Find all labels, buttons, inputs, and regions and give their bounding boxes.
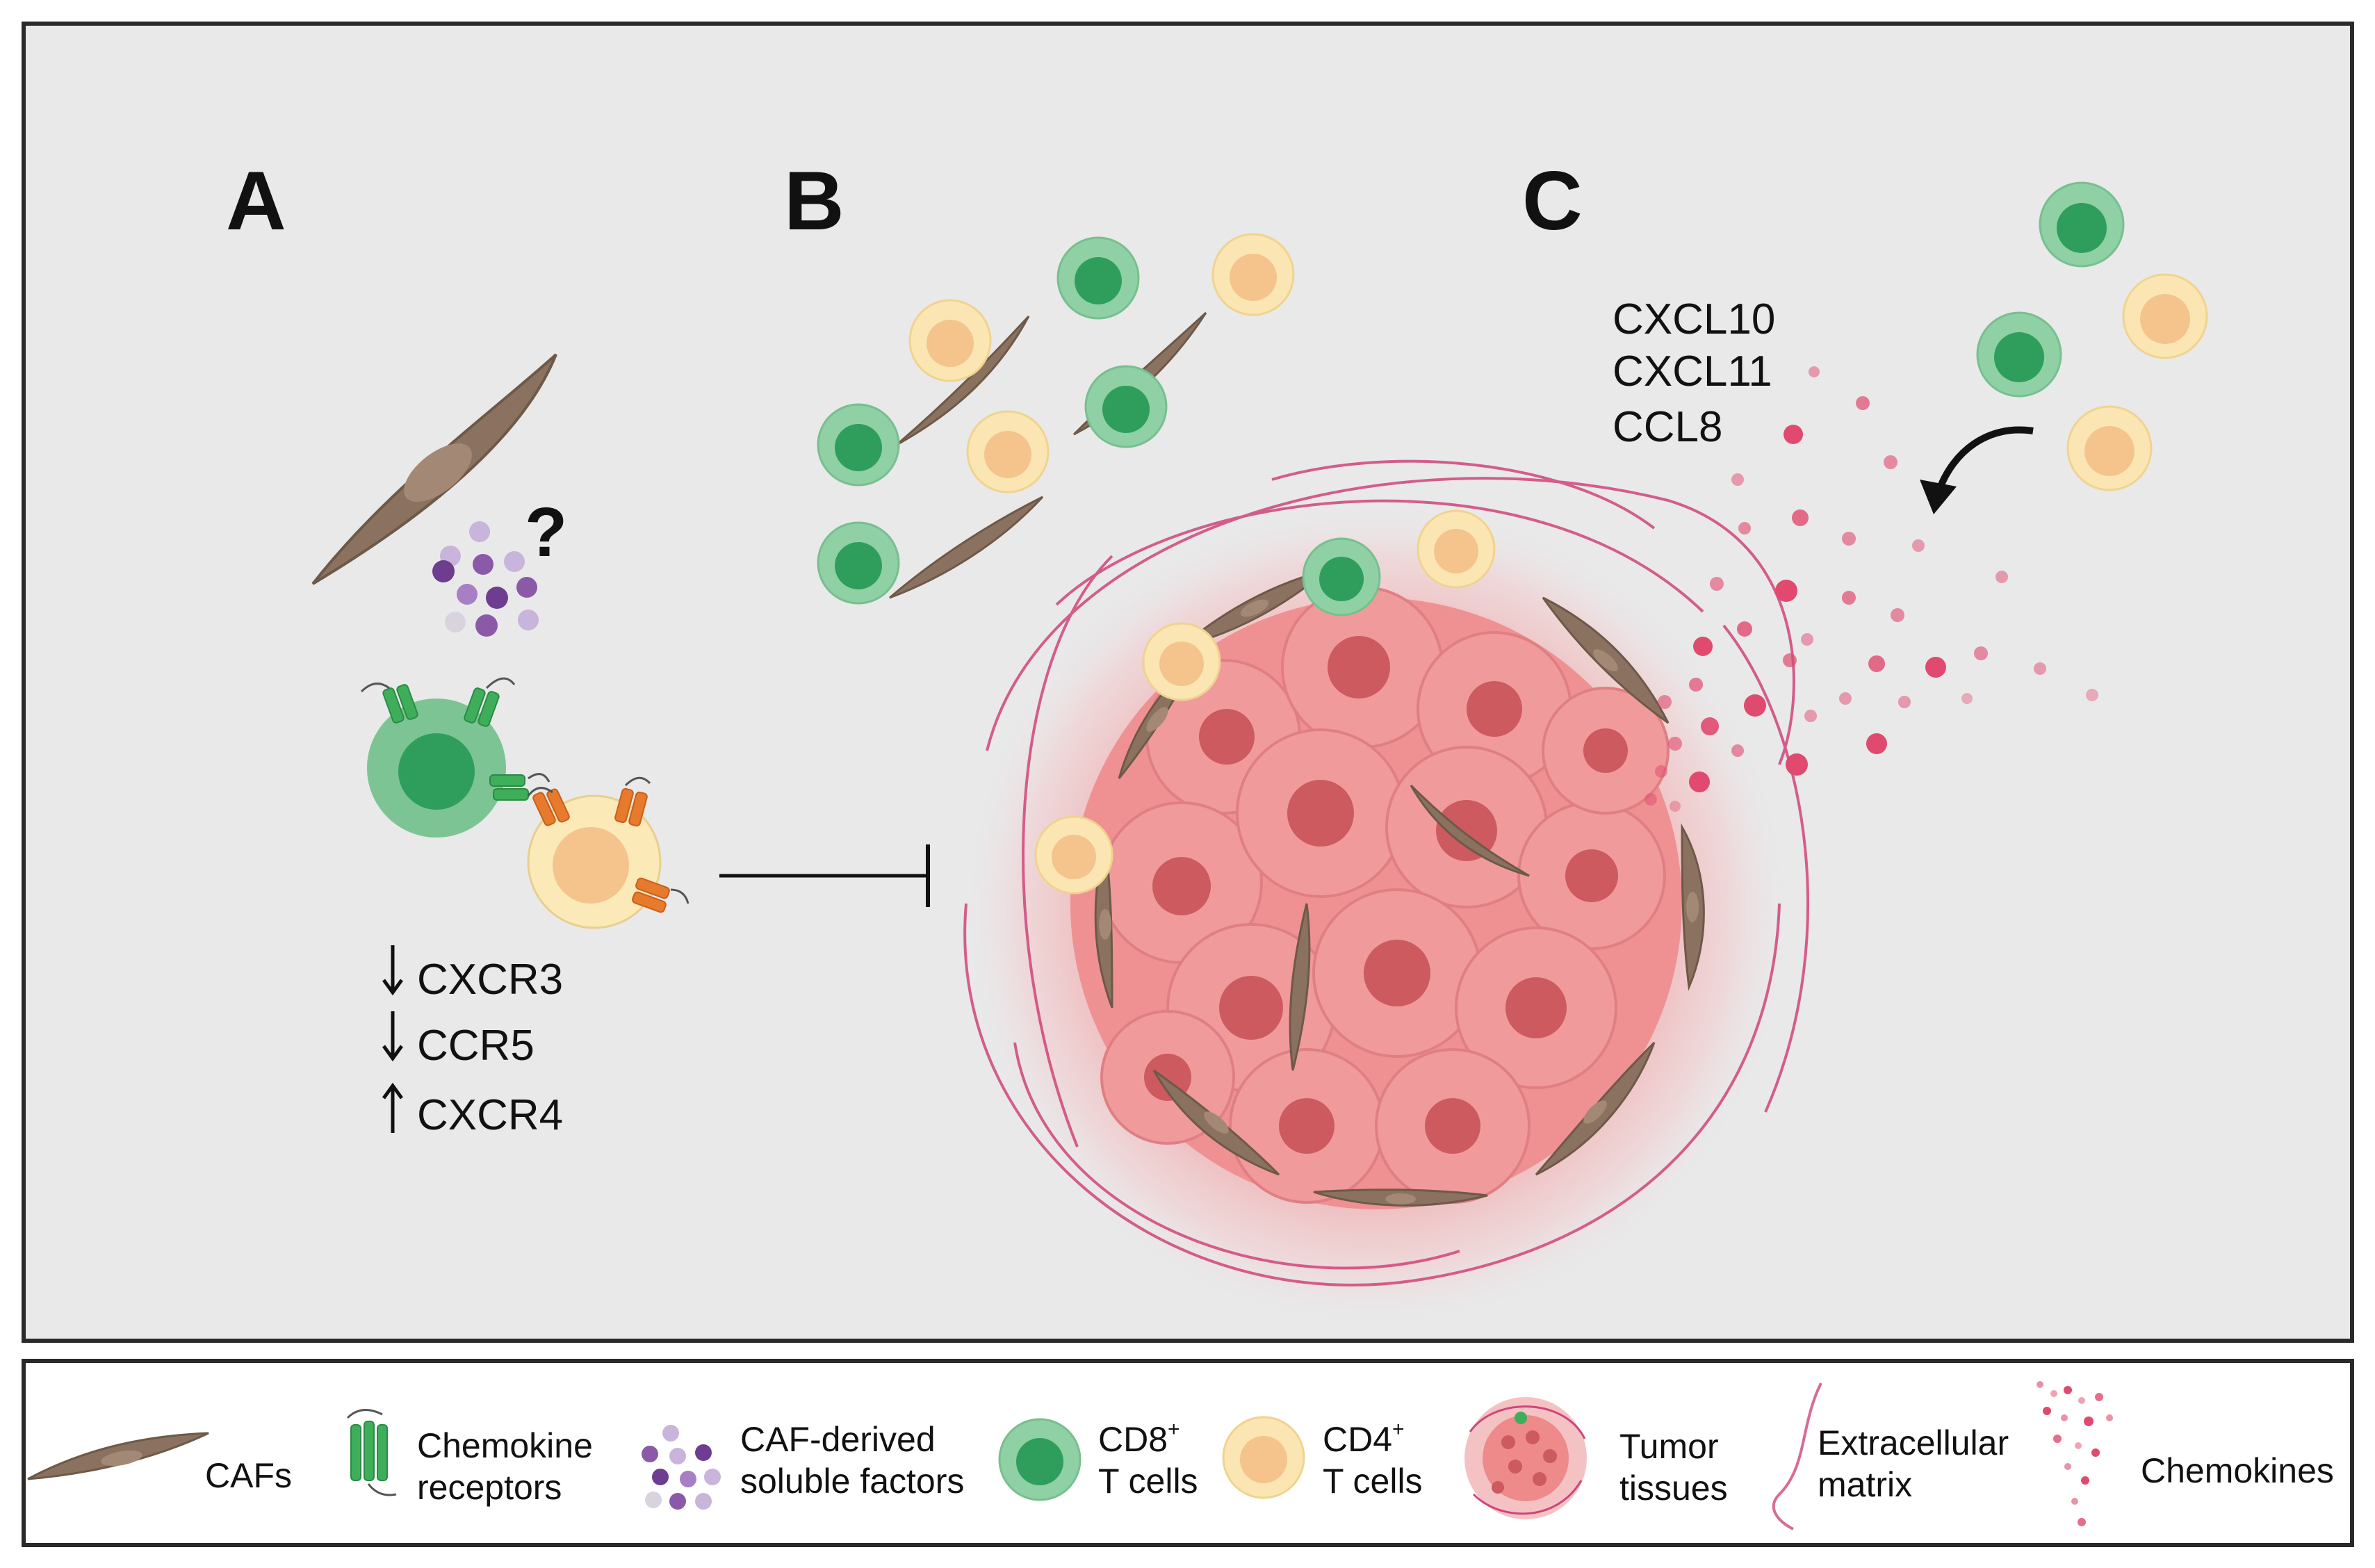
cd8-cell-icon bbox=[2039, 181, 2125, 268]
panel-label-a: A bbox=[226, 154, 286, 247]
chemokine-label-ccl8: CCL8 bbox=[1613, 403, 1723, 451]
cd4-cell-icon bbox=[908, 299, 992, 382]
legend-label: receptors bbox=[417, 1468, 562, 1507]
receptor-row-cxcr3: CXCR3 bbox=[382, 945, 563, 1004]
legend-panel bbox=[22, 1359, 2354, 1547]
chemokine-label-cxcl11: CXCL11 bbox=[1613, 348, 1772, 395]
legend-label: Chemokine bbox=[417, 1426, 593, 1465]
legend-label: Extracellular bbox=[1818, 1423, 2009, 1462]
cd8-cell-icon bbox=[1056, 236, 1140, 320]
soluble-factors-icon bbox=[642, 1425, 721, 1510]
tumor-cd4-cell bbox=[1142, 622, 1221, 701]
migration-arrow-icon bbox=[1920, 426, 2034, 514]
legend-label: CD4+ bbox=[1323, 1418, 1405, 1459]
cd8-cell-icon bbox=[817, 403, 900, 487]
cd4-cell-icon bbox=[966, 410, 1050, 493]
legend-item-tumor: Tumor tissues bbox=[1464, 1397, 1728, 1519]
legend-item-chemokines: Chemokines bbox=[2037, 1381, 2334, 1526]
tumor-cd4-cell bbox=[1417, 509, 1496, 589]
legend-label: CAFs bbox=[205, 1456, 292, 1495]
caf-cell-icon bbox=[311, 353, 557, 585]
caf-soluble-factors-icon bbox=[432, 521, 539, 637]
legend-label: soluble factors bbox=[740, 1462, 964, 1501]
cd4-cell-icon bbox=[2122, 273, 2208, 359]
tumor-cd8-cell bbox=[1302, 537, 1381, 616]
arrow-up-icon bbox=[382, 1082, 404, 1133]
legend-label: CD8+ bbox=[1098, 1418, 1180, 1459]
chemokine-receptor-icon bbox=[346, 1409, 397, 1496]
unknown-factor-question: ? bbox=[525, 493, 567, 571]
legend-item-ecm: Extracellular matrix bbox=[1772, 1382, 2009, 1530]
cd8-cell-icon bbox=[1976, 311, 2062, 398]
cd8-cell-icon bbox=[1084, 365, 1168, 448]
panel-c: CXCL10 CXCL11 CCL8 bbox=[1613, 181, 2208, 812]
receptor-label: CXCR3 bbox=[417, 956, 563, 1004]
receptor-label: CCR5 bbox=[417, 1022, 534, 1070]
tumor-cd4-cell bbox=[1034, 815, 1113, 895]
cd4-cell-icon bbox=[2066, 405, 2153, 491]
receptor-label: CXCR4 bbox=[417, 1091, 563, 1139]
extracellular-matrix bbox=[963, 459, 1810, 1287]
panel-a: ? bbox=[311, 353, 930, 1139]
arrow-down-icon bbox=[382, 1011, 404, 1062]
legend-label: T cells bbox=[1323, 1462, 1423, 1501]
legend-item-cafs: CAFs bbox=[27, 1432, 292, 1495]
arrow-down-icon bbox=[382, 945, 404, 996]
cd8-cell-icon bbox=[998, 1418, 1082, 1501]
legend-item-caf-factors: CAF-derived soluble factors bbox=[642, 1420, 964, 1510]
legend-item-cd8: CD8+ T cells bbox=[998, 1418, 1198, 1501]
legend-label: T cells bbox=[1098, 1462, 1198, 1501]
tumor-mass bbox=[959, 459, 1810, 1331]
panel-b bbox=[817, 233, 1295, 605]
legend: CAFs Chemokine receptors bbox=[27, 1381, 2334, 1530]
chemokine-dots-icon bbox=[2037, 1381, 2113, 1526]
receptor-change-list: CXCR3 CCR5 CXCR4 bbox=[382, 945, 563, 1139]
legend-label: CAF-derived bbox=[740, 1420, 936, 1459]
legend-item-cd4: CD4+ T cells bbox=[1222, 1416, 1423, 1501]
cd4-cell-with-receptors-icon bbox=[527, 776, 689, 929]
cd4-cell-icon bbox=[1211, 233, 1295, 316]
panel-label-b: B bbox=[784, 154, 844, 247]
legend-item-chemokine-receptors: Chemokine receptors bbox=[346, 1409, 593, 1507]
legend-label: tissues bbox=[1619, 1469, 1728, 1508]
cd8-cell-with-receptors-icon bbox=[360, 677, 550, 838]
panel-label-c: C bbox=[1522, 154, 1583, 247]
cd8-cell-icon bbox=[817, 521, 900, 605]
chemokine-gradient bbox=[1644, 366, 2098, 812]
receptor-row-cxcr4: CXCR4 bbox=[382, 1082, 563, 1139]
legend-label: Chemokines bbox=[2141, 1451, 2334, 1490]
inhibition-arrow-icon bbox=[719, 844, 930, 907]
tumor-icon bbox=[1464, 1397, 1587, 1519]
ecm-fiber-icon bbox=[1772, 1382, 1822, 1530]
chemokine-label-cxcl10: CXCL10 bbox=[1613, 295, 1775, 343]
cd4-cell-icon bbox=[1222, 1416, 1305, 1499]
legend-label: Tumor bbox=[1619, 1427, 1719, 1466]
legend-label: matrix bbox=[1818, 1465, 1912, 1504]
receptor-row-ccr5: CCR5 bbox=[382, 1011, 534, 1070]
